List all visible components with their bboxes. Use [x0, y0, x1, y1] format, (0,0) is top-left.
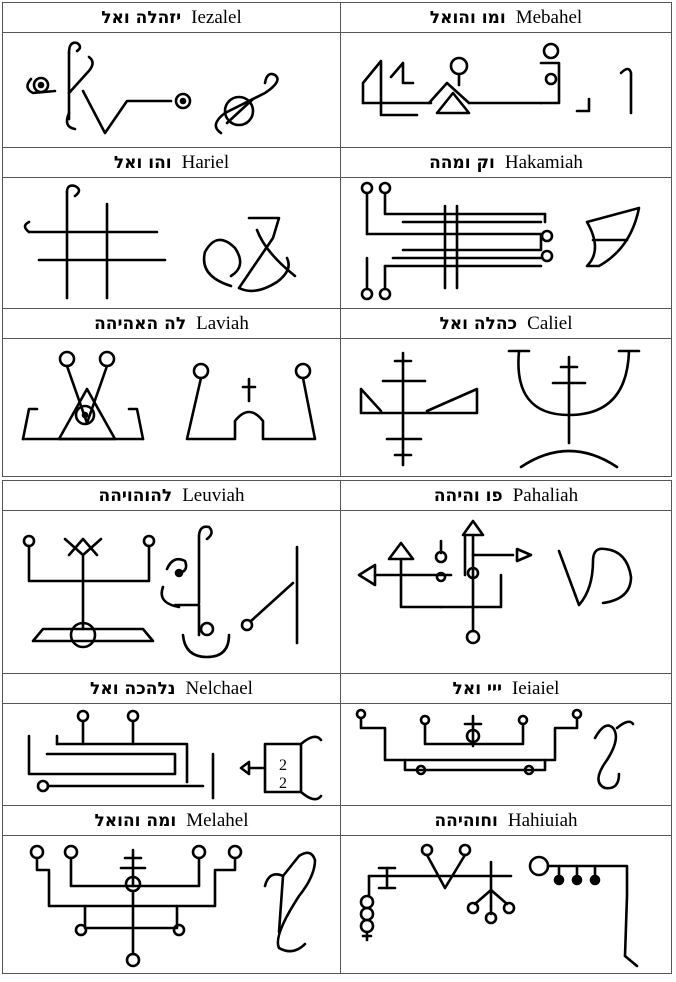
latin-name: Hakamiah [504, 152, 583, 173]
hebrew-name: נלהכה ואל [90, 679, 176, 699]
latin-name: Nelchael [185, 678, 253, 699]
angel-header: וק ומהה Hakamiah [341, 148, 671, 178]
hakamiah-sigil-icon [341, 178, 671, 309]
latin-name: Mebahel [515, 7, 583, 28]
melahel-sigil-icon [3, 836, 340, 973]
iezalel-sigil-icon [3, 33, 340, 148]
latin-name: Melahel [186, 810, 249, 831]
angel-header: יזהלה ואל Iezalel [3, 3, 340, 33]
latin-name: Caliel [527, 313, 573, 334]
latin-name: Ieiaiel [511, 678, 560, 699]
angel-cell-hahiuiah: וחוהיהה Hahiuiah [341, 806, 671, 973]
angel-cell-ieiaiel: ייי ואל Ieiaiel [341, 674, 671, 805]
latin-name: Hariel [181, 152, 230, 173]
angel-cell-hariel: והו ואל Hariel [3, 148, 341, 308]
angel-cell-mebahel: ומו והואל Mebahel [341, 3, 671, 147]
ieiaiel-sigil-icon [341, 704, 671, 806]
hebrew-name: וחוהיהה [434, 811, 498, 831]
angel-header: להוהויהה Leuviah [3, 481, 340, 511]
latin-name: Hahiuiah [507, 810, 578, 831]
angel-cell-leuviah: להוהויהה Leuviah [3, 481, 341, 673]
latin-name: Iezalel [191, 7, 242, 28]
hariel-sigil-icon [3, 178, 340, 309]
hahiuiah-sigil-icon [341, 836, 671, 973]
angel-cell-pahaliah: פו והיהה Pahaliah [341, 481, 671, 673]
hebrew-name: ייי ואל [452, 679, 502, 699]
hebrew-name: והו ואל [113, 153, 172, 173]
angel-header: לה האהיהה Laviah [3, 309, 340, 339]
hebrew-name: ומה והואל [94, 811, 177, 831]
hebrew-name: ומו והואל [429, 8, 506, 28]
angel-header: ייי ואל Ieiaiel [341, 674, 671, 704]
angel-header: וחוהיהה Hahiuiah [341, 806, 671, 836]
table-row: להוהויהה Leuviah [3, 481, 671, 674]
svg-text:2: 2 [279, 775, 287, 792]
angel-cell-melahel: ומה והואל Melahel [3, 806, 341, 973]
caliel-sigil-icon [341, 339, 671, 476]
angel-header: פו והיהה Pahaliah [341, 481, 671, 511]
latin-name: Pahaliah [512, 485, 579, 506]
table-row: לה האהיהה Laviah [3, 309, 671, 476]
hebrew-name: לה האהיהה [94, 314, 187, 334]
angel-cell-laviah: לה האהיהה Laviah [3, 309, 341, 476]
angel-cell-iezalel: יזהלה ואל Iezalel [3, 3, 341, 147]
angel-header: ומו והואל Mebahel [341, 3, 671, 33]
table-row: והו ואל Hariel [3, 148, 671, 309]
laviah-sigil-icon [3, 339, 340, 476]
leuviah-sigil-icon [3, 511, 340, 674]
latin-name: Laviah [196, 313, 249, 334]
angel-header: ומה והואל Melahel [3, 806, 340, 836]
mebahel-sigil-icon [341, 33, 671, 148]
angel-header: והו ואל Hariel [3, 148, 340, 178]
angel-header: נלהכה ואל Nelchael [3, 674, 340, 704]
svg-text:2: 2 [279, 757, 287, 774]
table-row: יזהלה ואל Iezalel [3, 3, 671, 148]
seals-table-2: להוהויהה Leuviah [2, 480, 672, 974]
hebrew-name: יזהלה ואל [101, 8, 182, 28]
seals-table-1: יזהלה ואל Iezalel [2, 2, 672, 477]
hebrew-name: פו והיהה [433, 486, 503, 506]
hebrew-name: וק ומהה [429, 153, 495, 173]
angel-cell-hakamiah: וק ומהה Hakamiah [341, 148, 671, 308]
angel-cell-nelchael: נלהכה ואל Nelchael [3, 674, 341, 805]
table-row: ומה והואל Melahel [3, 806, 671, 973]
angel-header: כהלה ואל Caliel [341, 309, 671, 339]
pahaliah-sigil-icon [341, 511, 671, 674]
table-row: נלהכה ואל Nelchael [3, 674, 671, 806]
nelchael-sigil-icon: 2 2 [3, 704, 340, 806]
latin-name: Leuviah [182, 485, 245, 506]
angel-cell-caliel: כהלה ואל Caliel [341, 309, 671, 476]
hebrew-name: להוהויהה [98, 486, 173, 506]
hebrew-name: כהלה ואל [439, 314, 518, 334]
